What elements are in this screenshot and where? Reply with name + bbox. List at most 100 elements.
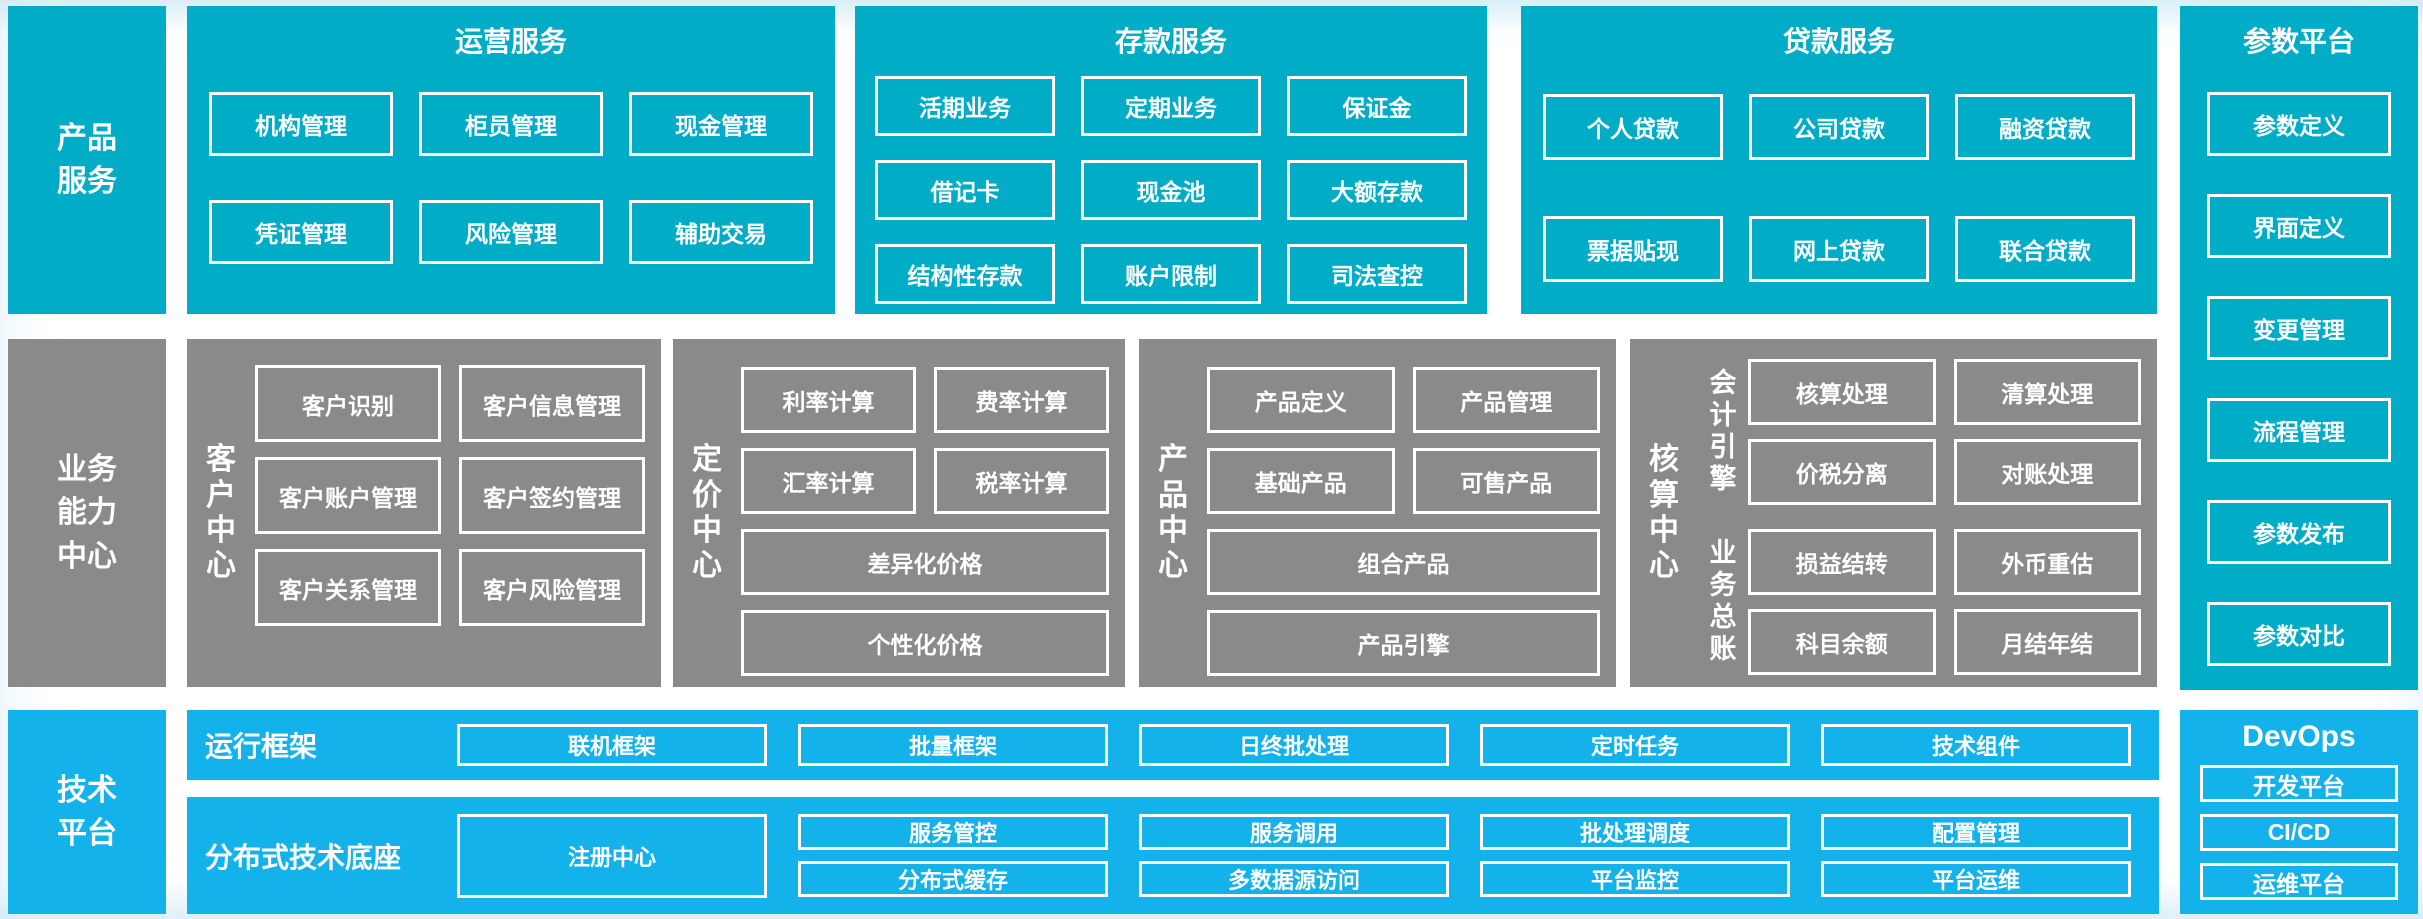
- diagram-box: 注册中心: [457, 813, 767, 898]
- diagram-box: 辅助交易: [629, 200, 813, 264]
- product-center-label: 产 品 中 心: [1158, 443, 1188, 583]
- diagram-box: 批量框架: [798, 724, 1108, 766]
- accounting-center-label: 核 算 中 心: [1649, 443, 1679, 583]
- diagram-box: 技术组件: [1821, 724, 2131, 766]
- diagram-box: 月结年结: [1953, 609, 2141, 675]
- diagram-box: 组合产品: [1207, 529, 1600, 595]
- band-label-business-capability-center: 业务 能力 中心: [8, 339, 166, 687]
- diagram-box: 开发平台: [2200, 765, 2398, 802]
- diagram-box: 司法查控: [1287, 244, 1467, 304]
- diagram-box: 损益结转: [1748, 529, 1936, 595]
- diagram-box: 基础产品: [1207, 448, 1395, 514]
- diagram-box: 客户信息管理: [459, 365, 645, 442]
- diagram-box: 流程管理: [2207, 398, 2391, 462]
- diagram-box: 运维平台: [2200, 863, 2398, 900]
- diagram-box: 参数对比: [2207, 602, 2391, 666]
- diagram-box: 差异化价格: [741, 529, 1109, 595]
- diagram-box: 凭证管理: [209, 200, 393, 264]
- diagram-box: 产品管理: [1412, 367, 1600, 433]
- diagram-box: 配置管理: [1821, 814, 2131, 850]
- panel-title-parameter-platform: 参数平台: [2242, 26, 2355, 57]
- loan-services-grid: 个人贷款 公司贷款 融资贷款 票据贴现 网上贷款 联合贷款: [1543, 94, 2135, 282]
- business-ledger-grid: 损益结转 外币重估 科目余额 月结年结: [1748, 529, 2141, 675]
- product-center-grid: 产品定义 产品管理 基础产品 可售产品 组合产品 产品引擎: [1207, 367, 1600, 687]
- diagram-box: 定期业务: [1081, 76, 1261, 136]
- diagram-box: 柜员管理: [419, 92, 603, 156]
- diagram-box: 个人贷款: [1543, 94, 1723, 160]
- diagram-box: 外币重估: [1953, 529, 2141, 595]
- diagram-box: 结构性存款: [875, 244, 1055, 304]
- panel-runtime-framework: 运行框架 联机框架 批量框架 日终批处理 定时任务 技术组件: [187, 710, 2159, 780]
- diagram-box: 对账处理: [1953, 439, 2141, 505]
- panel-title-devops: DevOps: [2242, 720, 2356, 753]
- diagram-box: 分布式缓存: [798, 861, 1108, 897]
- pricing-center-label: 定 价 中 心: [692, 443, 722, 583]
- diagram-box: 客户识别: [255, 365, 441, 442]
- accounting-engine-label-wrap: 会 计 引 擎: [1698, 368, 1748, 495]
- diagram-box: 可售产品: [1412, 448, 1600, 514]
- diagram-box: 费率计算: [934, 367, 1109, 433]
- diagram-box: 借记卡: [875, 160, 1055, 220]
- accounting-engine-label: 会 计 引 擎: [1709, 368, 1737, 494]
- diagram-box: 定时任务: [1480, 724, 1790, 766]
- panel-pricing-center: 定 价 中 心 利率计算 费率计算 汇率计算 税率计算 差异化价格 个性化价格: [673, 339, 1125, 687]
- accounting-center-groups: 会 计 引 擎 核算处理 清算处理 价税分离 对账处理 业 务 总 账 损益结转…: [1698, 359, 2141, 687]
- operation-services-grid: 机构管理 柜员管理 现金管理 凭证管理 风险管理 辅助交易: [209, 92, 813, 264]
- panel-deposit-services: 存款服务 活期业务 定期业务 保证金 借记卡 现金池 大额存款 结构性存款 账户…: [855, 6, 1487, 314]
- diagram-box: 批处理调度: [1480, 814, 1790, 850]
- pricing-center-grid: 利率计算 费率计算 汇率计算 税率计算 差异化价格 个性化价格: [741, 367, 1109, 687]
- diagram-box: 风险管理: [419, 200, 603, 264]
- diagram-box: 利率计算: [741, 367, 916, 433]
- diagram-box: 服务管控: [798, 814, 1108, 850]
- panel-customer-center: 客 户 中 心 客户识别 客户信息管理 客户账户管理 客户签约管理 客户关系管理…: [187, 339, 661, 687]
- band-label-product-services: 产品 服务: [8, 6, 166, 314]
- panel-title-operation-services: 运营服务: [454, 26, 567, 57]
- deposit-services-grid: 活期业务 定期业务 保证金 借记卡 现金池 大额存款 结构性存款 账户限制 司法…: [875, 76, 1467, 304]
- panel-title-deposit-services: 存款服务: [1114, 26, 1227, 57]
- band-label-technology-platform: 技术 平台: [8, 710, 166, 914]
- diagram-box: 平台监控: [1480, 861, 1790, 897]
- diagram-box: 现金池: [1081, 160, 1261, 220]
- panel-devops: DevOps 开发平台 CI/CD 运维平台: [2180, 710, 2418, 914]
- diagram-box: 参数发布: [2207, 500, 2391, 564]
- business-ledger-group: 业 务 总 账 损益结转 外币重估 科目余额 月结年结: [1698, 529, 2141, 675]
- pricing-center-label-wrap: 定 价 中 心: [673, 339, 741, 687]
- panel-parameter-platform: 参数平台 参数定义 界面定义 变更管理 流程管理 参数发布 参数对比: [2180, 6, 2418, 690]
- customer-center-label-wrap: 客 户 中 心: [187, 339, 255, 687]
- business-ledger-label-wrap: 业 务 总 账: [1698, 538, 1748, 665]
- panel-operation-services: 运营服务 机构管理 柜员管理 现金管理 凭证管理 风险管理 辅助交易: [187, 6, 835, 314]
- diagram-box: 平台运维: [1821, 861, 2131, 897]
- product-center-label-wrap: 产 品 中 心: [1139, 339, 1207, 687]
- diagram-box: 价税分离: [1748, 439, 1936, 505]
- diagram-box: 票据贴现: [1543, 216, 1723, 282]
- panel-loan-services: 贷款服务 个人贷款 公司贷款 融资贷款 票据贴现 网上贷款 联合贷款: [1521, 6, 2157, 314]
- diagram-box: 服务调用: [1139, 814, 1449, 850]
- diagram-box: 客户关系管理: [255, 549, 441, 626]
- accounting-engine-grid: 核算处理 清算处理 价税分离 对账处理: [1748, 359, 2141, 505]
- diagram-box: 核算处理: [1748, 359, 1936, 425]
- runtime-framework-boxes: 联机框架 批量框架 日终批处理 定时任务 技术组件: [457, 724, 2131, 766]
- diagram-box: 客户账户管理: [255, 457, 441, 534]
- distributed-tech-base-grid: 服务管控 服务调用 批处理调度 配置管理 分布式缓存 多数据源访问 平台监控 平…: [798, 814, 2131, 897]
- accounting-center-label-wrap: 核 算 中 心: [1630, 339, 1698, 687]
- business-ledger-label: 业 务 总 账: [1709, 538, 1737, 664]
- diagram-box: 客户风险管理: [459, 549, 645, 626]
- diagram-box: 界面定义: [2207, 194, 2391, 258]
- parameter-platform-column: 参数定义 界面定义 变更管理 流程管理 参数发布 参数对比: [2207, 92, 2391, 666]
- diagram-box: 科目余额: [1748, 609, 1936, 675]
- diagram-box: 公司贷款: [1749, 94, 1929, 160]
- diagram-box: 机构管理: [209, 92, 393, 156]
- panel-title-loan-services: 贷款服务: [1782, 26, 1895, 57]
- distributed-tech-base-label: 分布式技术底座: [205, 841, 402, 873]
- diagram-box: 产品引擎: [1207, 610, 1600, 676]
- diagram-box: 网上贷款: [1749, 216, 1929, 282]
- diagram-box: 联机框架: [457, 724, 767, 766]
- diagram-box: 日终批处理: [1139, 724, 1449, 766]
- accounting-engine-group: 会 计 引 擎 核算处理 清算处理 价税分离 对账处理: [1698, 359, 2141, 505]
- runtime-framework-label: 运行框架: [205, 731, 318, 762]
- diagram-box: 账户限制: [1081, 244, 1261, 304]
- customer-center-label: 客 户 中 心: [206, 443, 236, 583]
- panel-product-center: 产 品 中 心 产品定义 产品管理 基础产品 可售产品 组合产品 产品引擎: [1139, 339, 1616, 687]
- diagram-box: 融资贷款: [1955, 94, 2135, 160]
